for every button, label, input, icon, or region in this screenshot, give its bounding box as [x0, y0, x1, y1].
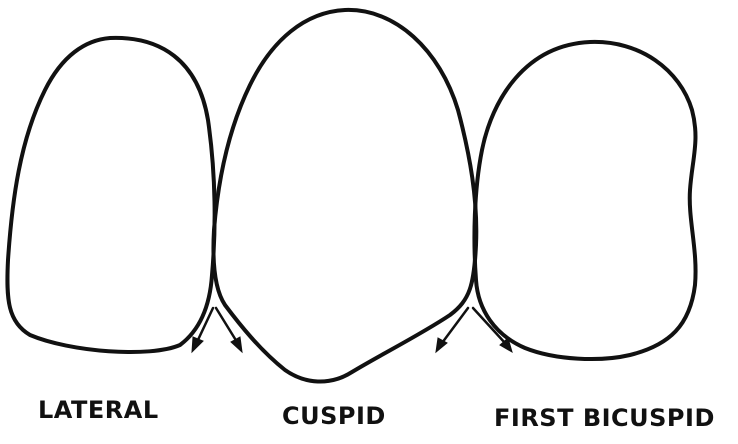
first-bicuspid-label: FIRST BICUSPID [494, 404, 715, 432]
cuspid-label: CUSPID [282, 402, 386, 430]
arrowhead-cuspid-left [231, 337, 242, 352]
arrow-to-cuspid-left [216, 308, 237, 342]
cuspid-tooth-outline [213, 10, 476, 382]
arrowhead-lateral [192, 337, 203, 352]
lateral-label: LATERAL [38, 396, 159, 424]
first-bicuspid-tooth-outline [474, 42, 695, 359]
lateral-tooth-outline [7, 38, 214, 352]
arrow-to-first-bicuspid [473, 308, 505, 343]
